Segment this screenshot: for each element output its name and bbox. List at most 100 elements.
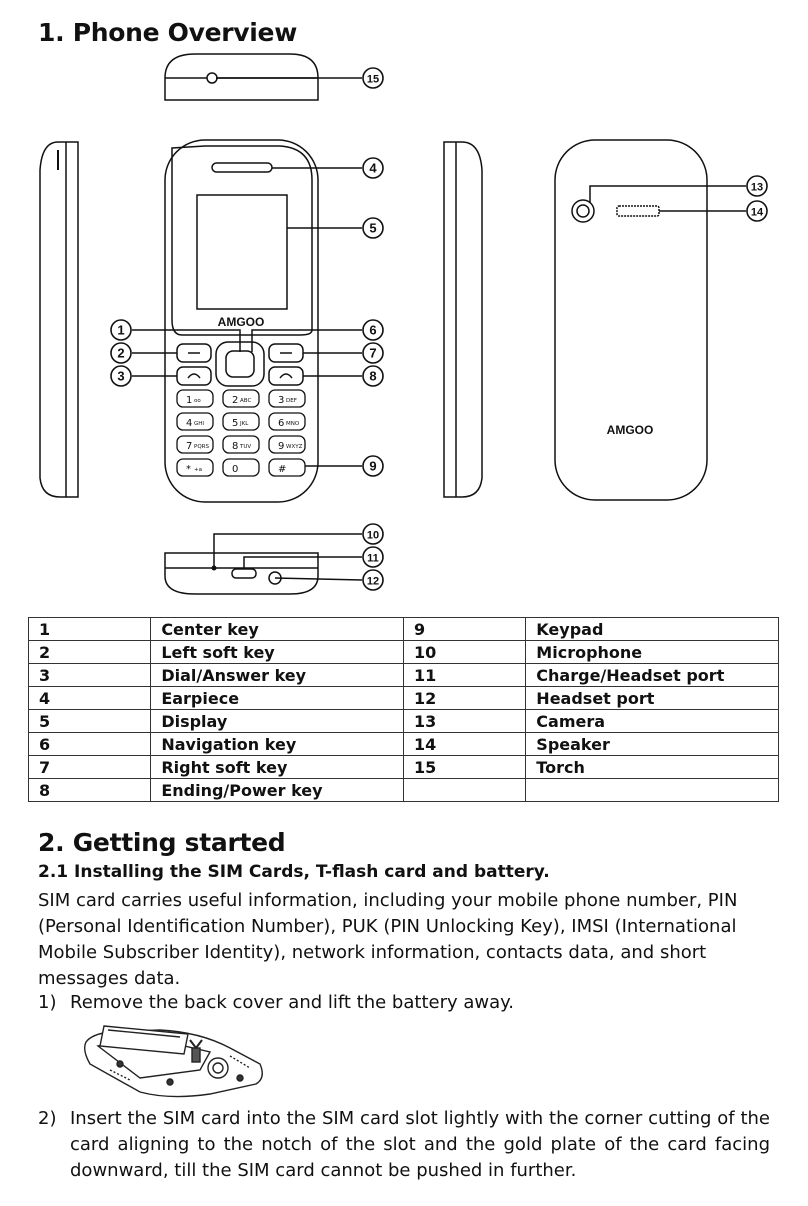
charge-port-icon: [231, 568, 257, 579]
keypad-digit: 2: [232, 395, 238, 406]
part-number-cell: 9: [402, 617, 527, 641]
callout-marker: 1: [110, 319, 132, 341]
keypad-digit: 5: [232, 418, 238, 429]
callout-number: 7: [369, 346, 376, 361]
microphone-icon: [211, 565, 217, 571]
part-name-cell: Ending/Power key: [150, 778, 404, 802]
end-key: [268, 366, 304, 386]
earpiece-icon: [211, 162, 273, 173]
keypad-digit: 3: [278, 395, 284, 406]
callout-marker: 6: [362, 319, 384, 341]
part-number-cell: [402, 778, 527, 802]
part-name-cell: Charge/Headset port: [525, 663, 779, 687]
keypad-digit: 1: [186, 395, 192, 406]
keypad-letters: TUV: [239, 444, 251, 450]
keypad-letters: +a: [194, 467, 202, 473]
part-name-cell: Navigation key: [150, 732, 404, 756]
part-name-cell: [525, 778, 779, 802]
part-name-cell: Microphone: [525, 640, 779, 664]
dial-key: [176, 366, 212, 386]
part-number-cell: 7: [27, 755, 152, 779]
keypad-digit: #: [278, 464, 286, 475]
torch-icon: [206, 72, 218, 84]
keypad-digit: 7: [186, 441, 192, 452]
part-name-cell: Dial/Answer key: [150, 663, 404, 687]
front-brand-logo: AMGOO: [218, 315, 265, 329]
part-number-cell: 6: [27, 732, 152, 756]
part-number-cell: 14: [402, 732, 527, 756]
callout-number: 10: [367, 530, 379, 542]
callout-number: 8: [369, 369, 376, 384]
callout-number: 4: [369, 161, 377, 176]
callout-marker: 14: [746, 200, 768, 222]
callout-marker: 11: [362, 546, 384, 568]
step-2: 2) Insert the SIM card into the SIM card…: [38, 1106, 773, 1186]
keypad-letters: DEF: [286, 398, 297, 404]
callout-marker: 13: [746, 175, 768, 197]
part-name-cell: Center key: [150, 617, 404, 641]
callout-number: 6: [369, 323, 376, 338]
callout-number: 12: [367, 576, 379, 588]
keypad-digit: *: [186, 464, 191, 475]
part-number-cell: 10: [402, 640, 527, 664]
keypad-digit: 0: [232, 464, 238, 475]
phone-right-side-view: [443, 141, 483, 498]
keypad-digit: 4: [186, 418, 192, 429]
callout-number: 13: [751, 182, 763, 194]
battery-removal-illustration: [83, 1025, 263, 1098]
part-number-cell: 5: [27, 709, 152, 733]
phone-bottom-view: [164, 552, 319, 595]
keypad-digit: 8: [232, 441, 238, 452]
part-name-cell: Earpiece: [150, 686, 404, 710]
part-name-cell: Left soft key: [150, 640, 404, 664]
section-title-phone-overview: 1. Phone Overview: [38, 18, 297, 47]
keypad-key: #: [268, 458, 306, 477]
callout-marker: 10: [362, 523, 384, 545]
part-number-cell: 13: [402, 709, 527, 733]
part-name-cell: Speaker: [525, 732, 779, 756]
keypad-letters: MNO: [286, 421, 300, 427]
callout-marker: 7: [362, 342, 384, 364]
keypad-letters: PQRS: [194, 444, 209, 450]
keypad-letters: JKL: [239, 421, 249, 427]
callout-number: 5: [369, 221, 376, 236]
callout-marker: 3: [110, 365, 132, 387]
keypad-key: *+a: [176, 458, 214, 477]
part-name-cell: Headset port: [525, 686, 779, 710]
part-name-cell: Torch: [525, 755, 779, 779]
subsection-title-installing-sim: 2.1 Installing the SIM Cards, T-flash ca…: [38, 862, 550, 882]
part-number-cell: 12: [402, 686, 527, 710]
callout-number: 1: [117, 323, 124, 338]
keypad-digit: 9: [278, 441, 284, 452]
part-name-cell: Display: [150, 709, 404, 733]
phone-back-view: [554, 139, 708, 501]
callout-marker: 8: [362, 365, 384, 387]
part-number-cell: 4: [27, 686, 152, 710]
callout-number: 2: [117, 346, 124, 361]
part-number-cell: 8: [27, 778, 152, 802]
step-1: 1) Remove the back cover and lift the ba…: [38, 990, 773, 1016]
callout-marker: 2: [110, 342, 132, 364]
keypad-letters: WXYZ: [286, 444, 303, 450]
part-number-cell: 2: [27, 640, 152, 664]
keypad-letters: GHI: [194, 421, 204, 427]
callout-marker: 5: [362, 217, 384, 239]
part-number-cell: 11: [402, 663, 527, 687]
callout-number: 15: [367, 74, 379, 86]
part-name-cell: Camera: [525, 709, 779, 733]
keypad-letters: oo: [194, 398, 201, 404]
